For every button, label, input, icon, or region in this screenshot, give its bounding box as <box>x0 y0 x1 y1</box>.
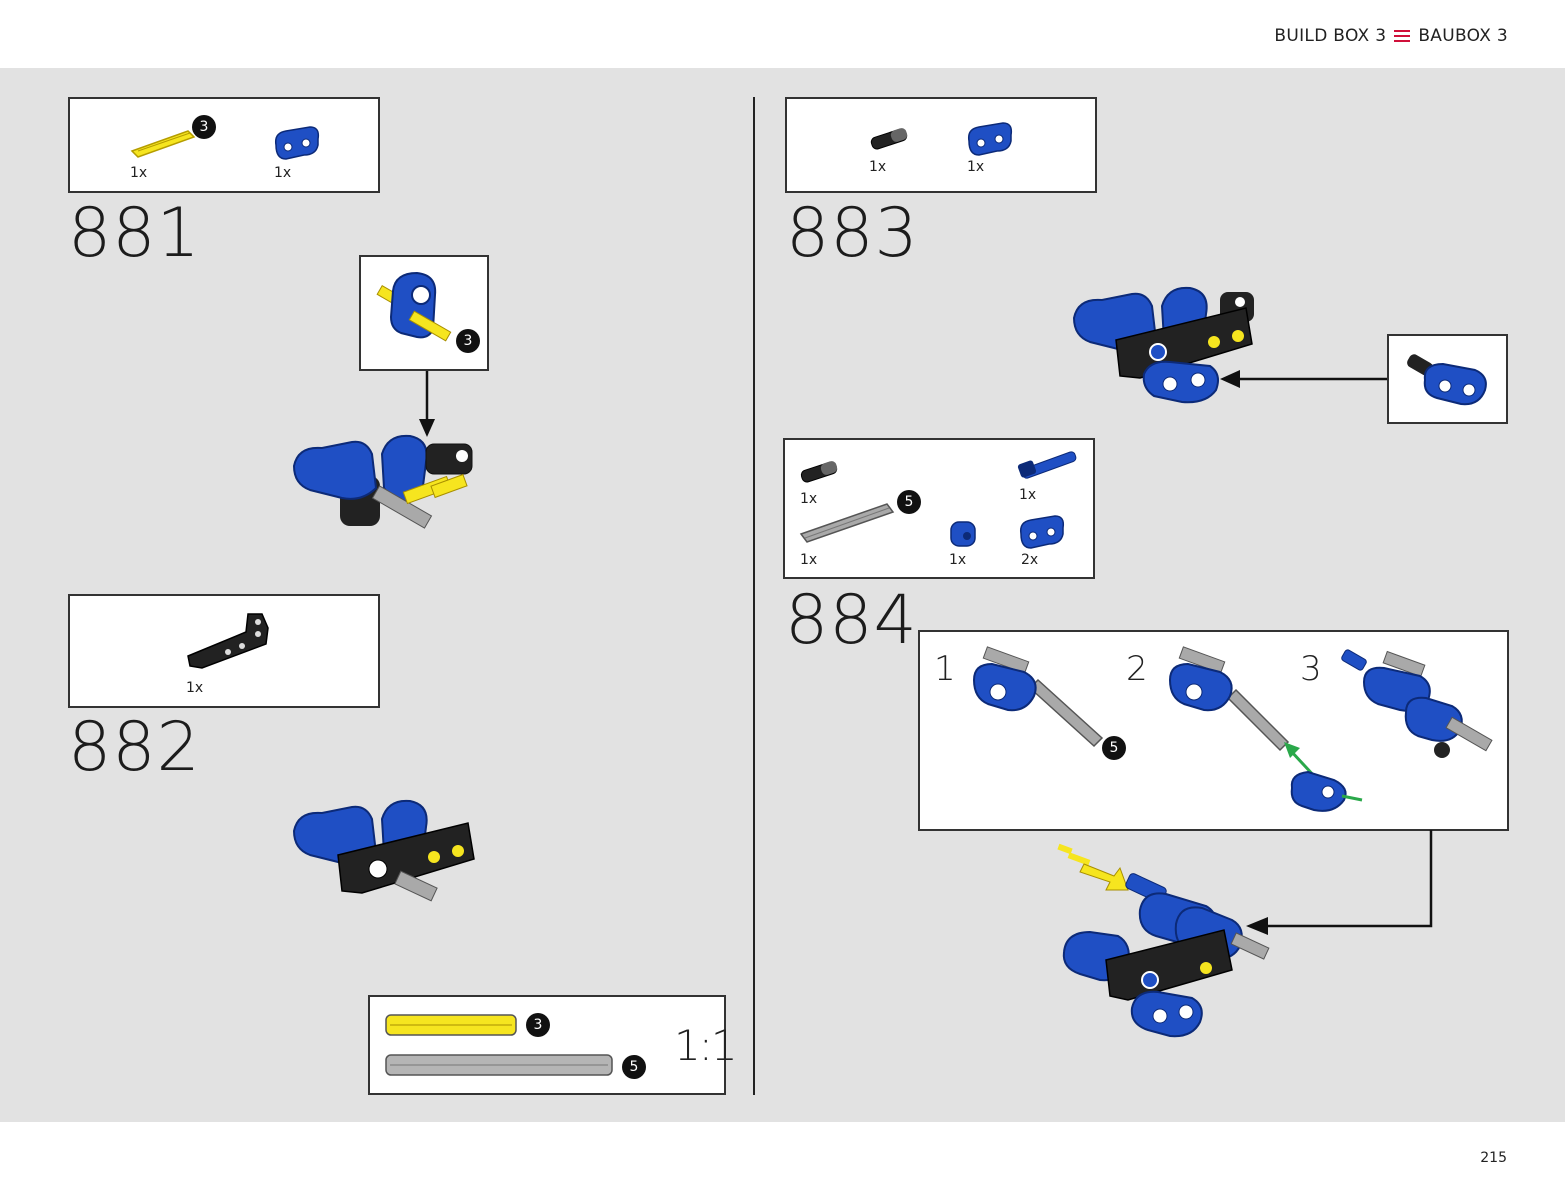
scale-count-badge: 3 <box>526 1013 550 1037</box>
part-qty: 1x <box>949 552 967 568</box>
substep-2-icon <box>1168 646 1363 812</box>
blue-connector-icon <box>967 122 1013 156</box>
substep-1-icon <box>972 646 1104 748</box>
parts-list-884: 1x 1x 5 1x 1x 2x <box>783 438 1095 579</box>
grey-axle-icon <box>799 503 895 543</box>
step-number-884: 884 <box>785 581 918 660</box>
page-header: BUILD BOX 3 BAUBOX 3 <box>0 0 1565 68</box>
header-breadcrumb: BUILD BOX 3 BAUBOX 3 <box>1274 26 1508 46</box>
page-divider <box>753 97 755 1095</box>
assembly-884-icon <box>1057 843 1270 1038</box>
yellow-axle-scale-icon <box>385 1014 517 1036</box>
assembly-883-icon <box>1072 286 1254 404</box>
callout-count-badge: 3 <box>456 329 480 353</box>
part-count-badge: 3 <box>192 115 216 139</box>
assembly-881-icon <box>292 434 473 529</box>
part-qty: 1x <box>274 165 292 181</box>
part-qty: 1x <box>869 159 887 175</box>
parts-list-883: 1x 1x <box>785 97 1097 193</box>
part-count-badge: 5 <box>897 490 921 514</box>
part-qty: 1x <box>967 159 985 175</box>
scale-count-badge: 5 <box>622 1055 646 1079</box>
substep-label-1: 1 <box>934 649 956 689</box>
hamburger-icon <box>1394 30 1411 42</box>
blue-connector-icon <box>1019 515 1065 549</box>
step-number-883: 883 <box>786 194 919 273</box>
grey-axle-scale-icon <box>385 1054 613 1076</box>
blue-connector-icon <box>274 126 320 160</box>
parts-list-881: 3 1x 1x <box>68 97 380 193</box>
arrow-left-icon <box>1220 370 1388 388</box>
pin-connector-icon <box>1407 354 1487 406</box>
part-qty: 2x <box>1021 552 1039 568</box>
substep-label-2: 2 <box>1126 649 1148 689</box>
substep-3-icon <box>1341 649 1493 758</box>
black-pin-icon <box>870 128 908 150</box>
page-number: 215 <box>1480 1150 1507 1166</box>
part-qty: 1x <box>130 165 148 181</box>
parts-list-882: 1x <box>68 594 380 708</box>
substep-label-3: 3 <box>1300 649 1322 689</box>
substeps-884: 1 5 2 3 <box>918 630 1509 831</box>
black-l-beam-icon <box>187 613 269 669</box>
step-number-881: 881 <box>68 194 201 273</box>
callout-883 <box>1387 334 1508 424</box>
sub-assembly-icon <box>376 271 452 342</box>
callout-881: 3 <box>359 255 489 371</box>
header-left-label: BUILD BOX 3 <box>1274 26 1387 46</box>
yellow-axle-icon <box>130 130 196 158</box>
blue-axle-pin-icon <box>1017 451 1077 479</box>
black-pin-icon <box>800 461 838 483</box>
part-qty: 1x <box>1019 487 1037 503</box>
assembly-882-icon <box>292 799 475 902</box>
part-qty: 1x <box>186 680 204 696</box>
blue-bushing-icon <box>950 521 976 547</box>
scale-reference-box: 3 5 1:1 <box>368 995 738 1095</box>
arrow-connector-icon <box>1246 830 1433 935</box>
part-qty: 1x <box>800 552 818 568</box>
header-right-label: BAUBOX 3 <box>1418 26 1508 46</box>
scale-ratio: 1:1 <box>674 1021 738 1070</box>
arrow-down-icon <box>419 371 435 437</box>
part-qty: 1x <box>800 491 818 507</box>
substep-count-badge: 5 <box>1102 736 1126 760</box>
step-number-882: 882 <box>68 708 201 787</box>
